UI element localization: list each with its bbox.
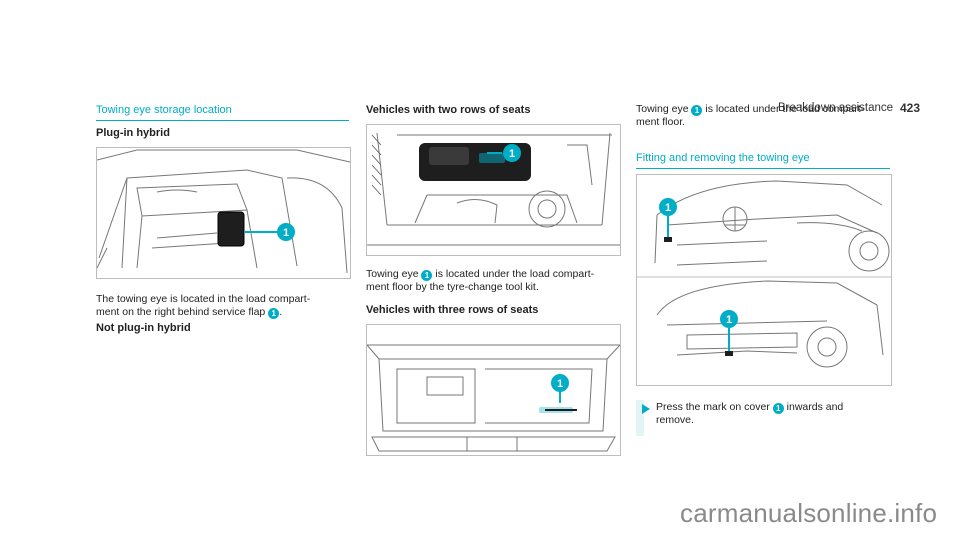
paragraph-line: ment on the right behind service flap 1. bbox=[96, 306, 356, 319]
callout-1: 1 bbox=[772, 403, 784, 414]
subheading-two-rows: Vehicles with two rows of seats bbox=[366, 104, 531, 116]
section-heading-storage-location: Towing eye storage location bbox=[96, 104, 349, 121]
paragraph-line: Towing eye 1 is located under the load c… bbox=[366, 268, 626, 281]
paragraph-line: ment floor. bbox=[636, 116, 686, 128]
text-run: Towing eye bbox=[366, 268, 419, 280]
text-run: . bbox=[279, 306, 283, 318]
figure-callout-label: 1 bbox=[509, 148, 515, 160]
paragraph-plug-in-hybrid: The towing eye is located in the load co… bbox=[96, 293, 356, 319]
step-instruction: Press the mark on cover 1 inwards and re… bbox=[656, 401, 896, 427]
callout-1: 1 bbox=[421, 270, 433, 281]
paragraph-line: Press the mark on cover 1 inwards and bbox=[656, 401, 896, 414]
text-run: Towing eye bbox=[636, 103, 689, 115]
callout-1: 1 bbox=[691, 105, 703, 116]
text-run: Press the mark on cover bbox=[656, 401, 770, 413]
paragraph-line: ment floor by the tyre-change tool kit. bbox=[366, 281, 539, 293]
step-arrow-icon bbox=[642, 404, 650, 414]
paragraph-line: The towing eye is located in the load co… bbox=[96, 293, 311, 305]
paragraph-line: Towing eye 1 is located under the load c… bbox=[636, 103, 896, 116]
callout-1: 1 bbox=[268, 308, 280, 319]
subheading-not-plug-in-hybrid: Not plug-in hybrid bbox=[96, 322, 191, 334]
figure-callout-label: 1 bbox=[283, 227, 289, 239]
page-number: 423 bbox=[900, 101, 921, 115]
section-heading-fitting-removing: Fitting and removing the towing eye bbox=[636, 152, 890, 169]
watermark-text: carmanualsonline.info bbox=[680, 498, 938, 528]
step-marker-bar bbox=[636, 400, 644, 436]
paragraph-column-3: Towing eye 1 is located under the load c… bbox=[636, 103, 896, 129]
text-run: inwards and bbox=[786, 401, 844, 413]
subheading-three-rows: Vehicles with three rows of seats bbox=[366, 304, 539, 316]
figure-callout-label: 1 bbox=[726, 314, 732, 326]
figure-two-rows-load-floor: 1 bbox=[366, 124, 621, 256]
figure-callout-label: 1 bbox=[665, 202, 671, 214]
figure-plug-in-hybrid-trunk: 1 bbox=[96, 147, 351, 279]
running-header: Breakdown assistance bbox=[778, 102, 894, 114]
paragraph-two-rows: Towing eye 1 is located under the load c… bbox=[366, 268, 626, 294]
text-run: ment on the right behind service flap bbox=[96, 306, 266, 318]
text-run: is located under the load compart- bbox=[705, 103, 865, 115]
figure-vehicle-front-rear: 1 1 bbox=[636, 174, 892, 386]
figure-callout-label: 1 bbox=[557, 378, 563, 390]
paragraph-line: remove. bbox=[656, 414, 694, 426]
subheading-plug-in-hybrid: Plug-in hybrid bbox=[96, 127, 170, 139]
text-run: is located under the load compart- bbox=[435, 268, 595, 280]
figure-three-rows-load-floor: 1 bbox=[366, 324, 621, 456]
